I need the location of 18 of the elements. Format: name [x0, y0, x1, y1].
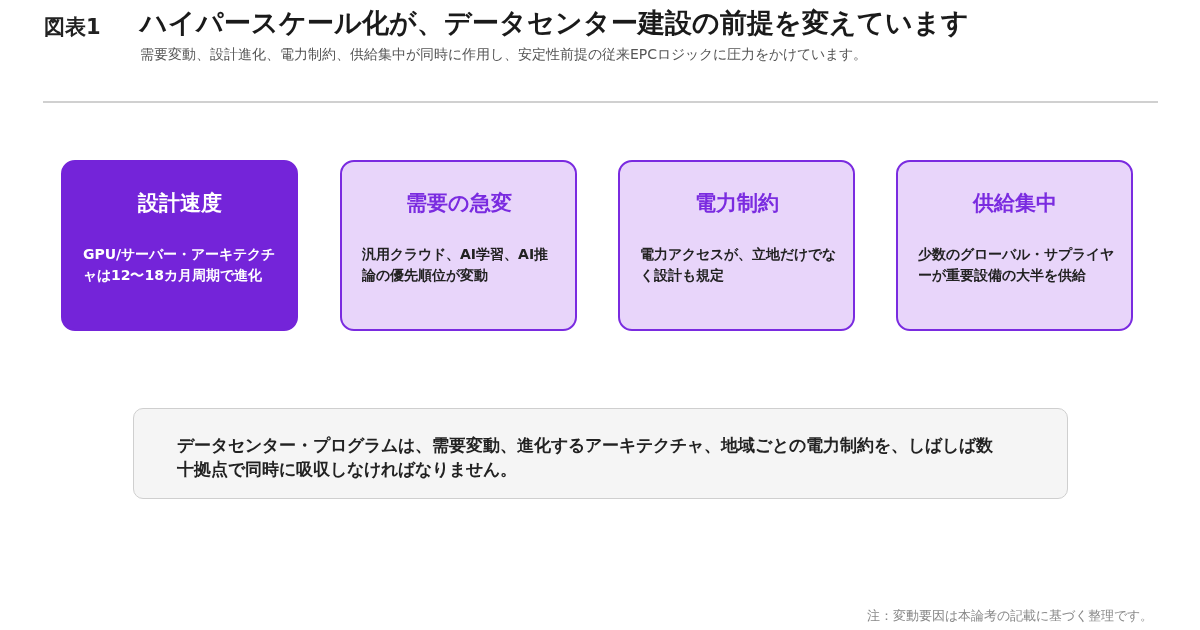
- summary-panel: [133, 408, 1068, 499]
- card: [896, 160, 1133, 331]
- card-heading: 設計速度: [136, 190, 223, 217]
- summary-text: データセンター・プログラムは、需要変動、進化するアーキテクチャ、地域ごとの電力制約を、しばしば数十拠点で同時に吸収しなければなりません。: [177, 434, 994, 481]
- card-heading: 需要の急変: [404, 190, 513, 217]
- card-text: 少数のグローバル・サプライヤーが重要設備の大半を供給: [918, 245, 1115, 285]
- card-text: 汎用クラウド、AI学習、AI推論の優先順位が変動: [362, 245, 550, 285]
- card: [618, 160, 855, 331]
- footnote: 注：変動要因は本論考の記載に基づく整理です。: [867, 607, 1153, 625]
- title: ハイパースケール化が、データセンター建設の前提を変えています: [140, 6, 969, 40]
- figure-number: 図表1: [44, 14, 101, 41]
- highlight-card: [61, 160, 298, 331]
- subtitle: 需要変動、設計進化、電力制約、供給集中が同時に作用し、安定性前提の従来EPCロジックに圧力をかけています。: [140, 45, 868, 64]
- card: [340, 160, 577, 331]
- card-text: 電力アクセスが、立地だけでなく設計も規定: [640, 245, 837, 285]
- card-heading: 電力制約: [693, 190, 780, 217]
- card-text: GPU/サーバー・アーキテクチャは12〜18カ月周期で進化: [83, 245, 277, 285]
- card-heading: 供給集中: [971, 190, 1058, 217]
